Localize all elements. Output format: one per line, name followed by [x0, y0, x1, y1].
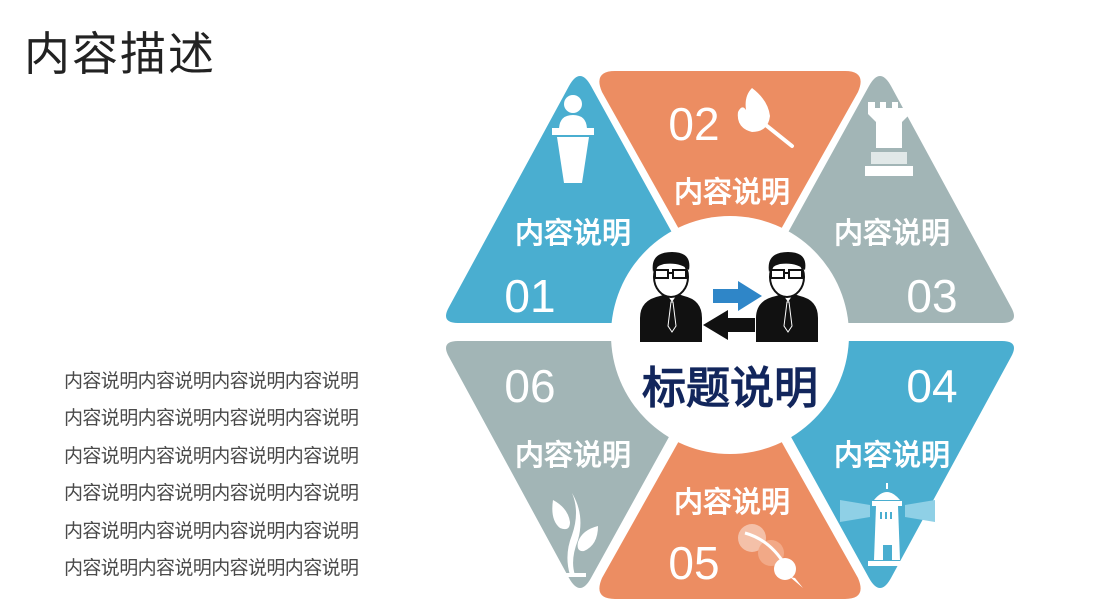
segment-05-number: 05 [668, 537, 719, 589]
page-title: 内容描述 [24, 27, 216, 81]
body-text: 内容说明内容说明内容说明内容说明 内容说明内容说明内容说明内容说明 内容说明内容… [64, 363, 409, 587]
sprout-icon [552, 493, 598, 577]
segment-02-label: 内容说明 [674, 175, 790, 209]
segment-04-number: 04 [906, 360, 957, 412]
segment-02-number: 02 [668, 98, 719, 150]
lighthouse-icon [840, 483, 935, 566]
segment-05-shape [599, 350, 861, 599]
body-line: 内容说明内容说明内容说明内容说明 [64, 557, 359, 580]
body-line: 内容说明内容说明内容说明内容说明 [64, 519, 359, 542]
segment-02-shape [599, 71, 861, 320]
speaker-podium-icon [552, 95, 594, 183]
body-line: 内容说明内容说明内容说明内容说明 [64, 370, 359, 392]
burning-match-icon [737, 88, 794, 148]
body-line: 内容说明内容说明内容说明内容说明 [64, 482, 359, 505]
segment-06-number: 06 [504, 360, 555, 412]
segment-01-label: 内容说明 [515, 216, 631, 250]
arrow-left-icon [703, 310, 755, 340]
segment-03-number: 03 [906, 270, 957, 322]
businessman-left-icon [640, 252, 702, 342]
body-line: 内容说明内容说明内容说明内容说明 [64, 407, 359, 430]
segment-03-label: 内容说明 [834, 216, 950, 250]
businessman-right-icon [756, 252, 818, 342]
segment-05[interactable]: 内容说明 05 [599, 350, 861, 599]
arrow-right-icon [713, 281, 762, 311]
two-businessmen-exchange-icon [640, 252, 818, 342]
comet-icon [738, 524, 803, 588]
segment-02[interactable]: 02 内容说明 [599, 71, 861, 320]
segment-04-label: 内容说明 [834, 438, 950, 472]
segment-06-label: 内容说明 [515, 438, 631, 472]
chess-rook-icon [865, 102, 913, 176]
center-title: 标题说明 [642, 363, 818, 414]
segment-05-label: 内容说明 [674, 485, 790, 519]
body-line: 内容说明内容说明内容说明内容说明 [64, 444, 359, 467]
segment-01-number: 01 [504, 270, 555, 322]
center-hub[interactable]: 标题说明 [611, 216, 849, 454]
